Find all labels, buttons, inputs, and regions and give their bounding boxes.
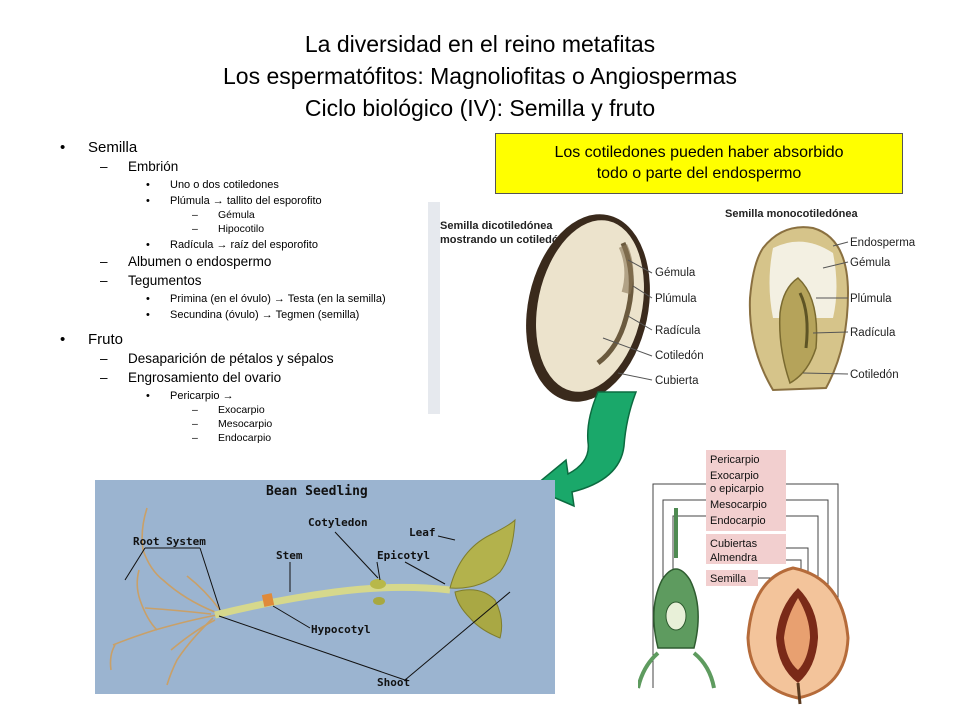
root-system-drawing bbox=[109, 507, 221, 686]
bullet-desaparicion: Desaparición de pétalos y sépalos bbox=[60, 350, 400, 368]
bean-label-shoot: Shoot bbox=[377, 676, 410, 689]
title-line-2: Los espermatófitos: Magnoliofitas o Angi… bbox=[223, 63, 737, 89]
bullet-primina: Primina (en el óvulo) → Testa (en la sem… bbox=[60, 293, 400, 306]
fruit-label-epicarpio: o epicarpio bbox=[710, 483, 764, 495]
title-line-1: La diversidad en el reino metafitas bbox=[304, 31, 656, 57]
seed-figure: Semilla dicotiledónea mostrando un cotil… bbox=[428, 198, 928, 416]
bullet-cotiledones: Uno o dos cotiledones bbox=[60, 179, 400, 192]
bullet-engrosamiento: Engrosamiento del ovario bbox=[60, 369, 400, 387]
stem-drawing bbox=[214, 583, 451, 619]
seed-cover-label-box bbox=[706, 534, 786, 564]
mono-label-gemula: Gémula bbox=[850, 257, 891, 269]
leaf-lower bbox=[454, 589, 503, 639]
mono-label-cotiledon: Cotiledón bbox=[850, 369, 899, 381]
fruit-label-exocarpio: Exocarpio bbox=[710, 470, 759, 482]
bullet-radicula: Radícula → raíz del esporofito bbox=[60, 239, 400, 252]
page-edge-strip bbox=[428, 202, 440, 414]
mono-title: Semilla monocotiledónea bbox=[725, 208, 859, 220]
dicot-label-plumula: Plúmula bbox=[655, 293, 697, 305]
pericarp-label-box bbox=[706, 450, 786, 531]
fruit-cross-section-illustration bbox=[746, 566, 850, 705]
bean-seedling-figure: Bean Seedling Root System Cotyledon Leaf… bbox=[95, 480, 555, 694]
fruit-label-mesocarpio: Mesocarpio bbox=[710, 499, 767, 511]
monocot-seed-illustration bbox=[748, 226, 850, 392]
dicot-leader-lines bbox=[602, 259, 653, 381]
title-line-3: Ciclo biológico (IV): Semilla y fruto bbox=[304, 95, 656, 121]
bullet-hipocotilo: Hipocotilo bbox=[60, 223, 400, 236]
bullet-plumula: Plúmula → tallito del esporofito bbox=[60, 195, 400, 208]
dicot-label-gemula: Gémula bbox=[655, 267, 696, 279]
seed-label-box bbox=[706, 570, 758, 586]
dicot-label-cotiledon: Cotiledón bbox=[655, 350, 704, 362]
callout-line-2: todo o parte del endospermo bbox=[596, 165, 802, 182]
bullet-endocarpio: Endocarpio bbox=[60, 432, 400, 445]
bullet-embrion: Embrión bbox=[60, 158, 400, 176]
bullet-semilla: Semilla bbox=[60, 138, 400, 157]
bean-label-stem: Stem bbox=[276, 549, 303, 562]
dicot-seed-illustration bbox=[526, 214, 650, 402]
callout-line-1: Los cotiledones pueden haber absorbido bbox=[554, 144, 844, 161]
ovary-illustration bbox=[638, 508, 716, 689]
bullet-tegumentos: Tegumentos bbox=[60, 272, 400, 290]
green-curved-arrow bbox=[530, 391, 638, 508]
fruit-label-semilla: Semilla bbox=[710, 573, 747, 585]
mono-label-radicula: Radícula bbox=[850, 327, 896, 339]
dicot-label-cubierta: Cubierta bbox=[655, 375, 699, 387]
fruit-label-endocarpio: Endocarpio bbox=[710, 515, 766, 527]
bean-title: Bean Seedling bbox=[266, 484, 368, 499]
fruit-figure: Pericarpio Exocarpio o epicarpio Mesocar… bbox=[638, 448, 858, 706]
bullet-gemula: Gémula bbox=[60, 209, 400, 222]
fruit-label-cubiertas: Cubiertas bbox=[710, 538, 758, 550]
bullet-secundina: Secundina (óvulo) → Tegmen (semilla) bbox=[60, 309, 400, 322]
cotyledon-drawing bbox=[370, 579, 386, 589]
fruit-label-pericarpio: Pericarpio bbox=[710, 454, 760, 466]
mono-label-endosperma: Endosperma bbox=[850, 237, 916, 249]
bullet-exocarpio: Exocarpio bbox=[60, 404, 400, 417]
bullet-mesocarpio: Mesocarpio bbox=[60, 418, 400, 431]
bean-label-hypocotyl: Hypocotyl bbox=[311, 623, 371, 636]
dicot-title-1: Semilla dicotiledónea bbox=[440, 220, 553, 232]
hypocotyl-marker bbox=[261, 593, 275, 607]
bean-label-root-system: Root System bbox=[133, 535, 206, 548]
bullet-pericarpio: Pericarpio → bbox=[60, 390, 400, 403]
dicot-title-2: mostrando un cotiledón bbox=[440, 234, 566, 246]
bean-label-leaf: Leaf bbox=[409, 526, 436, 539]
bean-label-epicotyl: Epicotyl bbox=[377, 549, 430, 562]
bean-label-cotyledon: Cotyledon bbox=[308, 516, 368, 529]
fruit-label-almendra: Almendra bbox=[710, 552, 758, 564]
bullet-outline: Semilla Embrión Uno o dos cotiledones Pl… bbox=[60, 136, 400, 445]
bullet-fruto: Fruto bbox=[60, 330, 400, 349]
leaf-upper bbox=[449, 518, 516, 589]
dicot-label-radicula: Radícula bbox=[655, 325, 701, 337]
bean-leader-lines bbox=[124, 531, 511, 681]
bullet-albumen: Albumen o endospermo bbox=[60, 253, 400, 271]
slide-title: La diversidad en el reino metafitas Los … bbox=[0, 28, 960, 124]
mono-leader-lines bbox=[802, 241, 849, 375]
mono-label-plumula: Plúmula bbox=[850, 293, 892, 305]
cotyledon-callout: Los cotiledones pueden haber absorbido t… bbox=[495, 133, 903, 194]
